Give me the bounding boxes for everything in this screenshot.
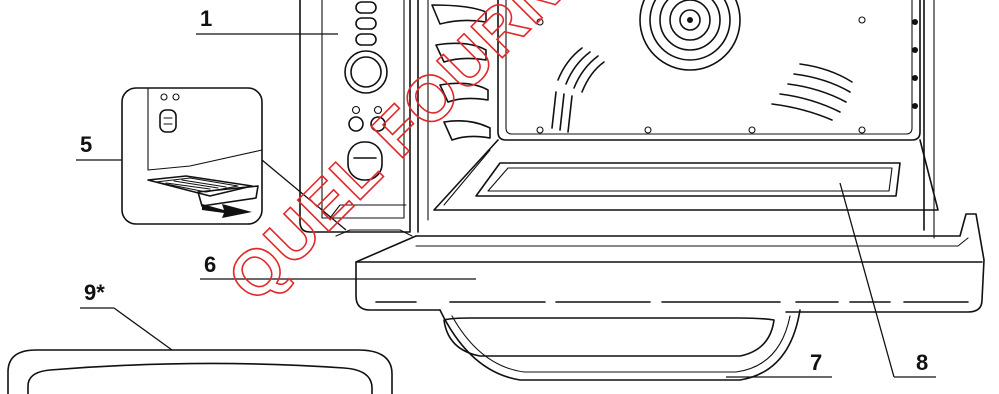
pull-arrow-icon — [202, 204, 252, 218]
svg-text:9*: 9* — [84, 280, 105, 305]
oven-door — [356, 214, 984, 312]
svg-text:7: 7 — [810, 350, 822, 375]
baking-tray — [8, 350, 392, 394]
callout-7: 7 — [726, 350, 832, 377]
callout-1: 1 — [196, 6, 338, 34]
watermark: QUEL FOURN — [214, 0, 577, 315]
inset-switch-icon — [160, 110, 176, 132]
indicator-lamp-icon — [353, 107, 360, 114]
door-handle — [440, 310, 800, 380]
svg-text:5: 5 — [80, 132, 92, 157]
program-button-icon — [356, 2, 376, 13]
svg-text:1: 1 — [200, 6, 212, 31]
inset-detail-drip-tray — [122, 88, 262, 224]
callout-5: 5 — [76, 132, 122, 160]
vent-slots-left-icon — [552, 48, 604, 132]
vent-slots-right-icon — [772, 64, 852, 120]
program-button-icon — [356, 34, 376, 45]
callout-9: 9* — [80, 280, 172, 350]
svg-text:8: 8 — [916, 350, 928, 375]
callout-8: 8 — [840, 183, 936, 377]
program-button-icon — [356, 18, 376, 29]
fan-cover-icon — [640, 0, 740, 70]
